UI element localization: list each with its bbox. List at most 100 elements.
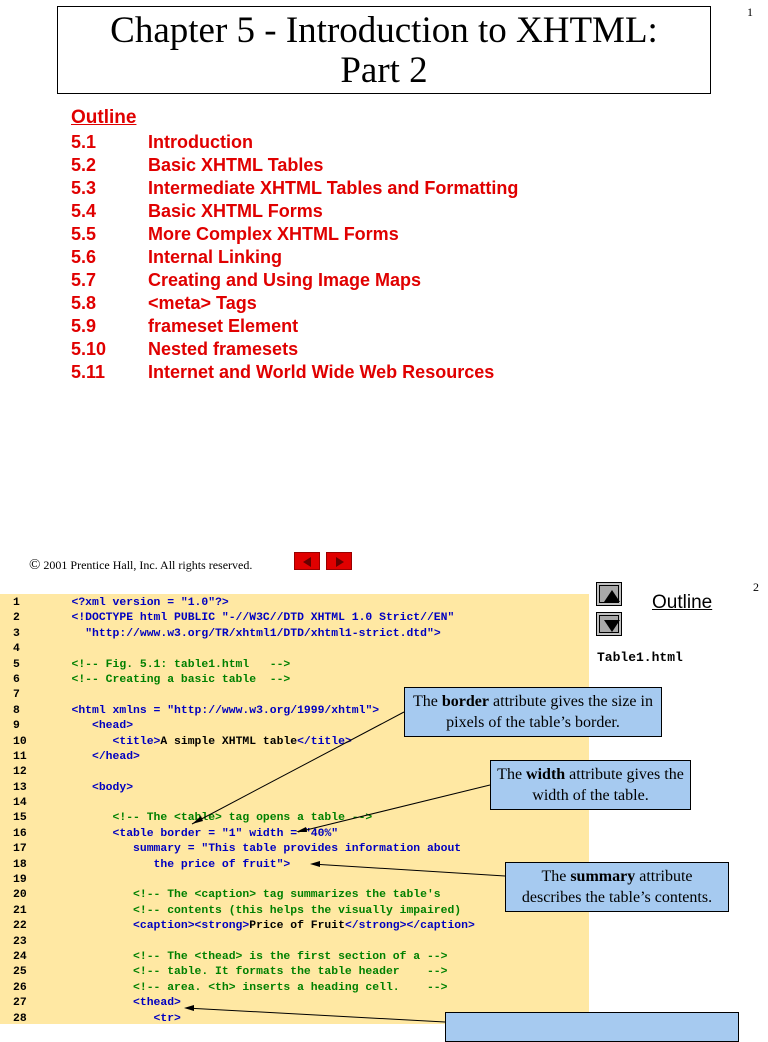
line-number: 1	[13, 597, 20, 609]
code-token: the price of fruit"	[51, 858, 284, 871]
toc-item-number: 5.5	[71, 224, 97, 244]
toc-item-label: More Complex XHTML Forms	[148, 224, 399, 244]
outline-scroll-down-button[interactable]	[596, 612, 622, 636]
code-line: 7	[13, 688, 475, 703]
thead-callout-partial	[445, 1012, 739, 1042]
toc-item-number: 5.8	[71, 293, 97, 313]
callout-keyword: width	[526, 766, 566, 783]
code-line: 9 <head>	[13, 719, 475, 734]
toc-item-number: 5.2	[71, 155, 97, 175]
code-token: <title>	[51, 735, 161, 748]
toc-item-number: 5.10	[71, 339, 107, 359]
callout-text: The	[413, 693, 442, 710]
code-token: "http://www.w3.org/1999/xhtml"	[167, 704, 373, 717]
code-token	[51, 628, 85, 640]
border-attribute-callout: The border attribute gives the size in p…	[404, 687, 662, 737]
code-line: 23	[13, 935, 475, 950]
code-token: <!-- The <caption> tag summarizes the ta…	[51, 889, 441, 902]
triangle-down-icon	[604, 620, 620, 632]
code-token: <!-- contents (this helps the visually i…	[51, 904, 462, 917]
arrow-right-icon	[336, 557, 344, 567]
toc-item-number: 5.3	[71, 178, 97, 198]
line-number: 16	[13, 827, 27, 840]
next-slide-button[interactable]	[326, 552, 352, 570]
toc-item-number: 5.6	[71, 247, 97, 267]
code-line: 1 <?xml version = "1.0"?>	[13, 596, 475, 611]
code-token: </head>	[51, 750, 140, 763]
line-number: 6	[13, 673, 20, 686]
code-token: <!-- Creating a basic table -->	[51, 673, 291, 686]
code-token: "1.0"	[180, 597, 216, 609]
toc-item-label: Basic XHTML Tables	[148, 155, 324, 175]
line-number: 26	[13, 981, 27, 994]
chapter-title-line-2: Part 2	[340, 50, 428, 91]
toc-item-number: 5.1	[71, 132, 97, 152]
line-number: 2	[13, 612, 20, 625]
line-number: 25	[13, 966, 27, 979]
code-line: 25 <!-- table. It formats the table head…	[13, 965, 475, 980]
code-token: <!-- table. It formats the table header …	[51, 966, 448, 979]
code-line: 3 "http://www.w3.org/TR/xhtml1/DTD/xhtml…	[13, 627, 475, 642]
line-number: 15	[13, 812, 27, 825]
code-line: 4	[13, 642, 475, 657]
line-number: 12	[13, 766, 27, 779]
callout-keyword: border	[441, 693, 490, 710]
code-line: 22 <caption><strong>Price of Fruit</stro…	[13, 919, 475, 934]
code-token: <tr>	[51, 1012, 181, 1025]
line-number: 7	[13, 689, 20, 702]
code-listing: 1 <?xml version = "1.0"?>2 <!DOCTYPE htm…	[13, 596, 475, 1027]
toc-item-label: Introduction	[148, 132, 253, 152]
code-line: 16 <table border = "1" width = "40%"	[13, 827, 475, 842]
toc-item-label: Basic XHTML Forms	[148, 201, 323, 221]
code-line: 17 summary = "This table provides inform…	[13, 842, 475, 857]
line-number: 14	[13, 797, 27, 810]
toc-item-number: 5.9	[71, 316, 97, 336]
toc-item-label: frameset Element	[148, 316, 299, 336]
code-line: 18 the price of fruit">	[13, 858, 475, 873]
code-token: <html xmlns =	[51, 704, 168, 717]
code-token: <thead>	[51, 997, 181, 1010]
width-attribute-callout: The width attribute gives the width of t…	[490, 760, 691, 810]
code-token: "40%"	[303, 827, 339, 840]
toc-item[interactable]: 5.3 Intermediate XHTML Tables and Formatt…	[71, 177, 518, 200]
toc-item-number: 5.4	[71, 201, 97, 221]
line-number: 17	[13, 843, 27, 856]
code-token: </strong></caption>	[344, 920, 475, 933]
outline-heading[interactable]: Outline	[71, 107, 137, 128]
code-token: <!-- Fig. 5.1: table1.html -->	[51, 658, 291, 671]
code-token: A simple XHTML table	[160, 735, 298, 748]
toc-item[interactable]: 5.8 <meta> Tags	[71, 292, 518, 315]
toc-item[interactable]: 5.1 Introduction	[71, 131, 518, 154]
chapter-title-line-1: Chapter 5 - Introduction to XHTML:	[110, 10, 658, 51]
outline-scroll-up-button[interactable]	[596, 582, 622, 606]
toc-item[interactable]: 5.5 More Complex XHTML Forms	[71, 223, 518, 246]
callout-text: attribute gives the size in pixels of th…	[446, 693, 653, 731]
code-token: >	[283, 858, 291, 871]
code-line: 21 <!-- contents (this helps the visuall…	[13, 904, 475, 919]
toc-item-label: <meta> Tags	[148, 293, 257, 313]
toc-item[interactable]: 5.2 Basic XHTML Tables	[71, 154, 518, 177]
line-number: 22	[13, 920, 27, 933]
code-line: 20 <!-- The <caption> tag summarizes the…	[13, 888, 475, 903]
toc-item-label: Internet and World Wide Web Resources	[148, 362, 495, 382]
outline-link[interactable]: Outline	[652, 592, 713, 613]
toc-item[interactable]: 5.4 Basic XHTML Forms	[71, 200, 518, 223]
copyright-text: 2001 Prentice Hall, Inc. All rights rese…	[43, 558, 253, 572]
line-number: 8	[13, 704, 20, 717]
toc-item-number: 5.11	[71, 362, 106, 382]
code-line: 26 <!-- area. <th> inserts a heading cel…	[13, 981, 475, 996]
previous-slide-button[interactable]	[294, 552, 320, 570]
toc-item[interactable]: 5.11 Internet and World Wide Web Resource…	[71, 361, 518, 384]
line-number: 9	[13, 720, 20, 733]
toc-item-label: Intermediate XHTML Tables and Formatting	[148, 178, 519, 198]
line-number: 3	[13, 627, 20, 640]
code-token: <?xml version =	[51, 597, 181, 609]
toc-item[interactable]: 5.9 frameset Element	[71, 315, 518, 338]
toc-item-label: Creating and Using Image Maps	[148, 270, 422, 290]
code-line: 5 <!-- Fig. 5.1: table1.html -->	[13, 658, 475, 673]
code-token: <!-- The <table> tag opens a table -->	[51, 812, 373, 825]
